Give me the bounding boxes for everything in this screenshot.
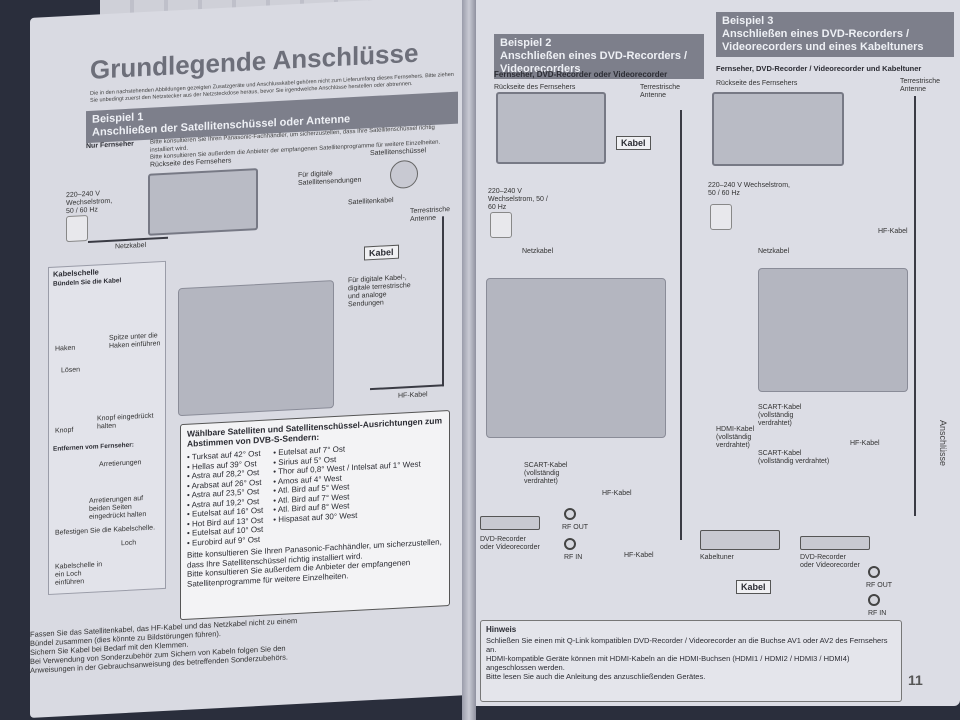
terrestrial-antenna-label: Terrestrische Antenne (410, 205, 451, 224)
sat-note: Für digitale Satellitensendungen (298, 170, 362, 187)
tip-label: Spitze unter die Haken einführen (109, 332, 161, 350)
cable-label-box: Kabel (364, 244, 399, 261)
ex2-hf-label: HF-Kabel (602, 490, 632, 497)
ex3-rf-in-label: RF IN (868, 610, 887, 617)
netzkabel-label: Netzkabel (115, 241, 147, 251)
ex3-hf-label-2: HF-Kabel (850, 440, 880, 447)
ex3-hf-label: HF-Kabel (878, 228, 908, 235)
left-footnotes: Fassen Sie das Satellitenkabel, das HF-K… (30, 615, 320, 675)
insert-label: Kabelschelle in ein Loch einführen (55, 561, 103, 587)
ex2-rf-out-label: RF OUT (562, 524, 589, 531)
hint-box: Hinweis Schließen Sie einen mit Q-Link k… (480, 620, 902, 702)
ex2-antenna-cable (680, 110, 682, 540)
example3-header: Beispiel 3 Anschließen eines DVD-Recorde… (716, 12, 954, 57)
ex2-antenna-label: Terrestrische Antenne (640, 84, 681, 99)
ex2-tv-illustration (496, 92, 606, 164)
knob-label: Knopf (55, 426, 74, 435)
ex3-scart-label: SCART-Kabel (vollständig verdrahtet) (758, 404, 802, 427)
cable-clamp-inset: Kabelschelle Bündeln Sie die Kabel Haken… (48, 260, 166, 596)
power-label: 220–240 V Wechselstrom, 50 / 60 Hz (66, 190, 113, 216)
ex3-tv-illustration (712, 92, 844, 166)
ex3-rf-out-jack (868, 566, 880, 578)
ex3-netzkabel-label: Netzkabel (758, 248, 790, 255)
ex2-netzkabel-label: Netzkabel (522, 248, 554, 255)
ex2-hf-label-2: HF-Kabel (624, 552, 654, 559)
ex3-rf-in-jack (868, 594, 880, 606)
only-tv-label: Nur Fernseher (86, 140, 134, 151)
ex3-power-label: 220–240 V Wechselstrom, 50 / 60 Hz (708, 182, 790, 197)
example2-title: Anschließen eines DVD-Recorders / Videor… (500, 50, 688, 75)
example2-subtitle: Fernseher, DVD-Recorder oder Videorecord… (494, 70, 668, 79)
ex2-wall-outlet (490, 212, 512, 238)
satellite-column-1: • Turksat auf 42° Ost• Hellas auf 39° Os… (187, 449, 263, 548)
release-label: Lösen (61, 366, 81, 375)
ex3-connector-panel (758, 268, 908, 392)
ex2-recorder-device (480, 516, 540, 530)
hf-cable-line (370, 384, 444, 391)
ex2-recorder-label: DVD-Recorder oder Videorecorder (480, 536, 540, 551)
tv-back-illustration (148, 168, 258, 236)
example3-title: Anschließen eines DVD-Recorders / Videor… (722, 28, 924, 53)
side-tab: Anschlüsse (938, 420, 948, 467)
remove-header: Entfernen vom Fernseher: (53, 441, 134, 453)
satellite-cable-label: Satellitenkabel (348, 196, 394, 207)
example3-subtitle: Fernseher, DVD-Recorder / Videorecorder … (716, 64, 922, 73)
ex3-recorder-label: DVD-Recorder oder Videorecorder (800, 554, 860, 569)
hole-label: Loch (121, 539, 137, 548)
hint-line-2: HDMI-kompatible Geräte können mit HDMI-K… (486, 654, 850, 672)
wall-outlet (66, 214, 88, 243)
ex3-cable-box: Kabel (736, 580, 771, 594)
tv-connector-panel (178, 280, 334, 417)
ex3-cable-tuner-device (700, 530, 780, 550)
hf-cable-label: HF-Kabel (398, 391, 428, 400)
ex3-hdmi-label: HDMI-Kabel (vollständig verdrahtet) (716, 426, 755, 449)
ex3-antenna-cable (914, 96, 916, 516)
satellite-dish-label: Satellitenschüssel (370, 147, 427, 158)
ex2-power-label: 220–240 V Wechselstrom, 50 / 60 Hz (488, 188, 548, 211)
satellite-list-box: Wählbare Satelliten und Satellitenschüss… (180, 409, 450, 621)
ex2-tv-back-label: Rückseite des Fernsehers (494, 84, 576, 91)
hook-label: Haken (55, 344, 76, 353)
ex3-tv-back-label: Rückseite des Fernsehers (716, 80, 798, 87)
ex3-cable-tuner-label: Kabeltuner (700, 554, 734, 561)
ex2-rf-out-jack (564, 508, 576, 520)
ex2-cable-box: Kabel (616, 136, 651, 150)
page-number: 11 (908, 672, 923, 688)
example2-number: Beispiel 2 (500, 37, 552, 49)
ex3-antenna-label: Terrestrische Antenne (900, 78, 941, 93)
ex3-rf-out-label: RF OUT (866, 582, 893, 589)
ex3-wall-outlet (710, 204, 732, 230)
latches-label: Arretierungen (99, 459, 142, 469)
ex2-connector-panel (486, 278, 666, 438)
knob-pressed-label: Knopf eingedrückt halten (97, 412, 154, 431)
antenna-cable (442, 216, 444, 387)
satellite-column-2: • Eutelsat auf 7° Ost• Sirius auf 5° Ost… (273, 441, 421, 544)
fasten-label: Befestigen Sie die Kabelschelle. (55, 524, 156, 537)
latches-pressed-label: Arretierungen auf beiden Seiten eingedrü… (89, 495, 147, 521)
example3-number: Beispiel 3 (722, 15, 774, 27)
ex2-rf-in-jack (564, 538, 576, 550)
book-gutter (462, 0, 476, 720)
right-page: Beispiel 2 Anschließen eines DVD-Recorde… (468, 0, 960, 706)
ex2-scart-label: SCART-Kabel (vollständig verdrahtet) (524, 462, 568, 485)
hint-line-3: Bitte lesen Sie auch die Anleitung des a… (486, 672, 706, 681)
example2-header: Beispiel 2 Anschließen eines DVD-Recorde… (494, 34, 704, 79)
ex3-scart-label-2: SCART-Kabel (vollständig verdrahtet) (758, 450, 830, 465)
ex2-rf-in-label: RF IN (564, 554, 583, 561)
hint-header: Hinweis (486, 625, 517, 634)
hint-line-1: Schließen Sie einen mit Q-Link kompatibl… (486, 636, 888, 654)
cable-note: Für digitale Kabel-, digitale terrestris… (348, 274, 411, 309)
ex3-recorder-device (800, 536, 870, 550)
satellite-dish-icon (390, 159, 418, 190)
left-page: Grundlegende Anschlüsse Die in den nachs… (30, 0, 470, 719)
